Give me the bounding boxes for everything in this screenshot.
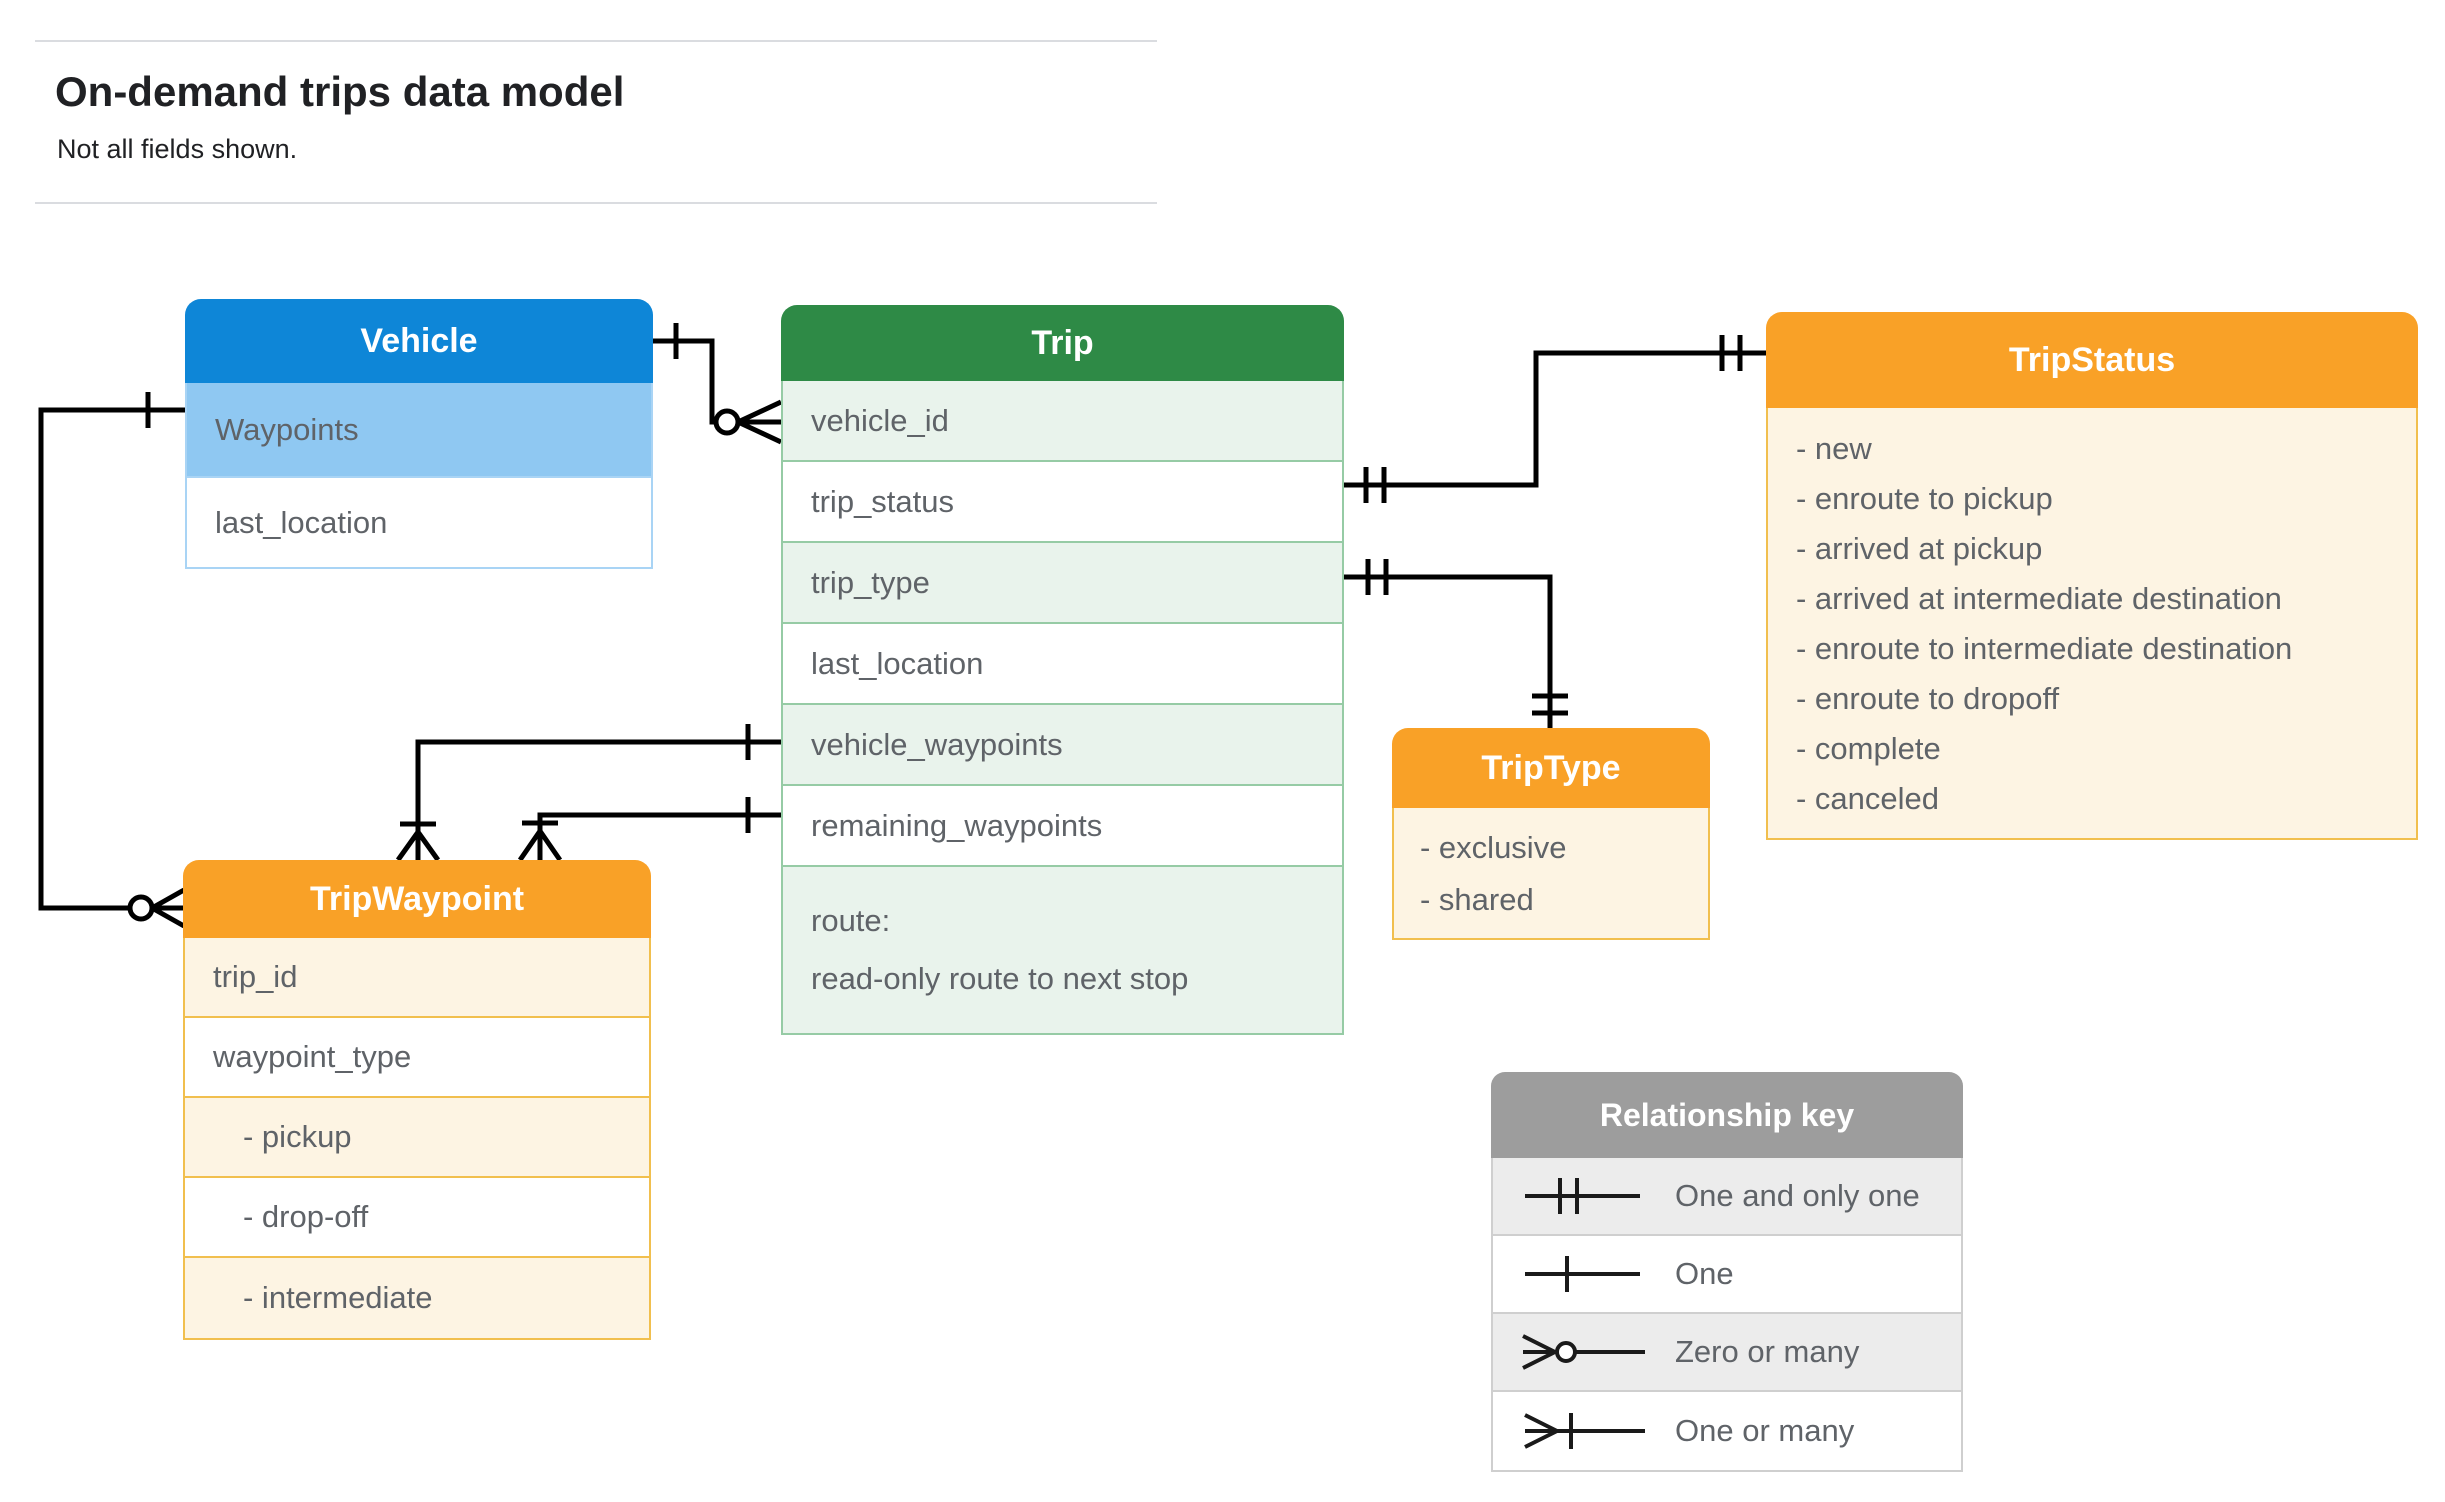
field-trip-type: trip_type bbox=[783, 543, 1342, 624]
one-symbol-icon bbox=[1525, 1256, 1640, 1292]
one-and-only-one-marker bbox=[1532, 693, 1568, 716]
relationship-key-title: Relationship key bbox=[1599, 1096, 1855, 1133]
crow-foot-icon bbox=[150, 887, 186, 929]
field-trip-remaining-waypoints: remaining_waypoints bbox=[783, 786, 1342, 867]
triptype-value: - exclusive bbox=[1420, 830, 1567, 865]
field-vehicle-last-location: last_location bbox=[187, 478, 651, 567]
entity-vehicle-title: Vehicle bbox=[360, 321, 478, 360]
entity-trip: Trip vehicle_id trip_status trip_type la… bbox=[781, 305, 1344, 1035]
one-or-many-symbol-icon bbox=[1524, 1413, 1645, 1449]
entity-trip-title: Trip bbox=[1031, 323, 1094, 362]
legend-row-one-and-only-one: One and only one bbox=[1493, 1158, 1961, 1236]
entity-triptype-title: TripType bbox=[1481, 748, 1621, 787]
one-and-only-one-marker bbox=[1365, 559, 1389, 595]
zero-or-many-marker bbox=[127, 894, 155, 922]
field-vehicle-waypoints: Waypoints bbox=[187, 383, 651, 478]
entity-vehicle: Vehicle Waypoints last_location bbox=[185, 299, 653, 569]
entity-tripstatus: TripStatus - new - enroute to pickup - a… bbox=[1766, 312, 2418, 840]
connector-trip-triptype bbox=[1344, 559, 1568, 728]
connector-vehicle-waypoints-tripwaypoint bbox=[395, 724, 781, 862]
legend-row-zero-or-many: Zero or many bbox=[1493, 1314, 1961, 1392]
entity-vehicle-header: Vehicle bbox=[185, 299, 653, 383]
one-and-only-one-marker bbox=[1363, 467, 1387, 503]
zero-or-many-symbol-icon bbox=[1522, 1334, 1645, 1370]
tripstatus-value: - arrived at intermediate destination bbox=[1796, 581, 2282, 616]
field-trip-vehicle-id: vehicle_id bbox=[783, 381, 1342, 462]
entity-triptype-body: - exclusive - shared bbox=[1392, 808, 1710, 940]
field-tripwaypoint-trip-id: trip_id bbox=[185, 938, 649, 1018]
field-trip-last-location: last_location bbox=[783, 624, 1342, 705]
tripstatus-value: - new bbox=[1796, 431, 1872, 466]
field-tripwaypoint-waypoint-type: waypoint_type bbox=[185, 1018, 649, 1098]
connector-trip-tripstatus bbox=[1344, 335, 1766, 503]
page-subtitle: Not all fields shown. bbox=[57, 134, 298, 164]
field-trip-status: trip_status bbox=[783, 462, 1342, 543]
crow-foot-icon bbox=[517, 829, 563, 862]
connector-vehicle-tripwaypoint bbox=[38, 392, 186, 929]
entity-triptype: TripType - exclusive - shared bbox=[1392, 728, 1710, 940]
bottom-divider bbox=[35, 202, 1157, 204]
field-trip-vehicle-waypoints: vehicle_waypoints bbox=[783, 705, 1342, 786]
crow-foot-icon bbox=[395, 830, 441, 862]
one-and-only-one-symbol-icon bbox=[1525, 1178, 1640, 1214]
triptype-value: - shared bbox=[1420, 882, 1534, 917]
entity-tripwaypoint-header: TripWaypoint bbox=[183, 860, 651, 938]
entity-tripwaypoint-title: TripWaypoint bbox=[309, 879, 525, 918]
connector-remaining-waypoints-tripwaypoint bbox=[517, 797, 781, 862]
field-trip-route: route: read-only route to next stop bbox=[783, 867, 1342, 1033]
waypoint-type-pickup: - pickup bbox=[185, 1098, 649, 1178]
waypoint-type-intermediate: - intermediate bbox=[185, 1258, 649, 1338]
connector-vehicle-trip bbox=[653, 323, 783, 445]
crow-foot-icon bbox=[736, 399, 783, 445]
relationship-key: Relationship key One and only one One bbox=[1491, 1072, 1963, 1472]
tripstatus-value: - canceled bbox=[1796, 781, 1940, 816]
relationship-key-header: Relationship key bbox=[1491, 1072, 1963, 1158]
tripstatus-value: - enroute to pickup bbox=[1796, 481, 2053, 516]
relationship-key-body: One and only one One Zero or many bbox=[1491, 1158, 1963, 1472]
entity-tripstatus-body: - new - enroute to pickup - arrived at p… bbox=[1766, 408, 2418, 840]
tripstatus-value: - complete bbox=[1796, 731, 1941, 766]
legend-row-one-or-many: One or many bbox=[1493, 1392, 1961, 1470]
entity-triptype-header: TripType bbox=[1392, 728, 1710, 808]
waypoint-type-drop-off: - drop-off bbox=[185, 1178, 649, 1258]
one-and-only-one-marker bbox=[1719, 335, 1743, 371]
entity-vehicle-body: Waypoints last_location bbox=[185, 383, 653, 569]
entity-tripwaypoint: TripWaypoint trip_id waypoint_type - pic… bbox=[183, 860, 651, 1340]
entity-tripwaypoint-body: trip_id waypoint_type - pickup - drop-of… bbox=[183, 938, 651, 1340]
tripstatus-value: - enroute to intermediate destination bbox=[1796, 631, 2293, 666]
legend-row-one: One bbox=[1493, 1236, 1961, 1314]
entity-trip-body: vehicle_id trip_status trip_type last_lo… bbox=[781, 381, 1344, 1035]
zero-or-many-marker bbox=[713, 408, 741, 436]
top-divider bbox=[35, 40, 1157, 42]
tripstatus-value: - arrived at pickup bbox=[1796, 531, 2043, 566]
entity-trip-header: Trip bbox=[781, 305, 1344, 381]
page-title: On-demand trips data model bbox=[55, 68, 625, 115]
tripstatus-value: - enroute to dropoff bbox=[1796, 681, 2060, 716]
entity-tripstatus-header: TripStatus bbox=[1766, 312, 2418, 408]
entity-tripstatus-title: TripStatus bbox=[2008, 340, 2176, 379]
